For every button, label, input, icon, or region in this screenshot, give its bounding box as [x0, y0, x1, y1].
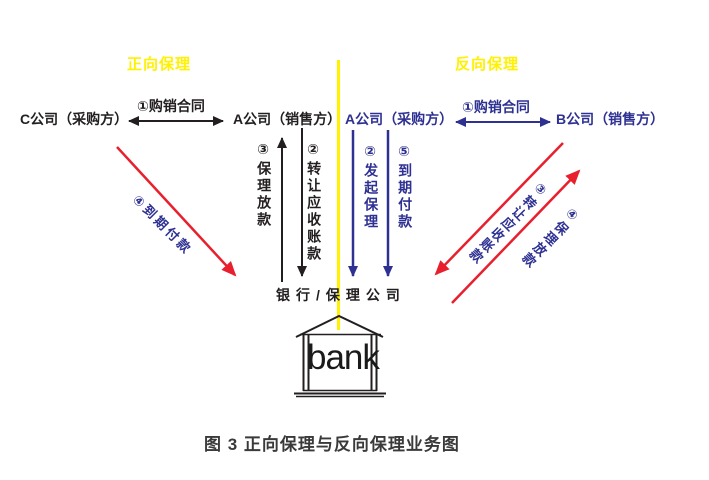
contract-forward-label: ①购销合同 — [137, 98, 205, 114]
transfer-receivables-forward-label: ②转让应收账款 — [306, 142, 323, 263]
figure-caption: 图 3 正向保理与反向保理业务图 — [204, 435, 460, 454]
company-b-seller-label: B公司（销售方） — [556, 111, 665, 127]
bank-icon-text: bank — [307, 338, 380, 377]
arrow-transfer-receivables-reverse — [434, 142, 564, 276]
forward-factoring-section-label: 正向保理 — [127, 56, 192, 73]
company-a-seller-label: A公司（销售方） — [233, 111, 342, 127]
initiate-factoring-label: ②发起保理 — [363, 144, 380, 231]
contract-reverse-label: ①购销合同 — [462, 99, 530, 115]
arrow-due-payment-forward — [116, 146, 237, 277]
factoring-loan-forward-label: ③保理放款 — [256, 142, 273, 229]
reverse-factoring-section-label: 反向保理 — [455, 56, 520, 73]
company-a-buyer-label: A公司（采购方） — [345, 111, 454, 127]
arrow-factoring-loan-reverse — [451, 169, 581, 304]
company-c-buyer-label: C公司（采购方） — [20, 111, 129, 127]
due-payment-reverse-label: ⑤到期付款 — [397, 144, 414, 231]
bank-icon — [294, 314, 386, 398]
bank-factoring-company-label: 银行/保理公司 — [276, 287, 406, 303]
